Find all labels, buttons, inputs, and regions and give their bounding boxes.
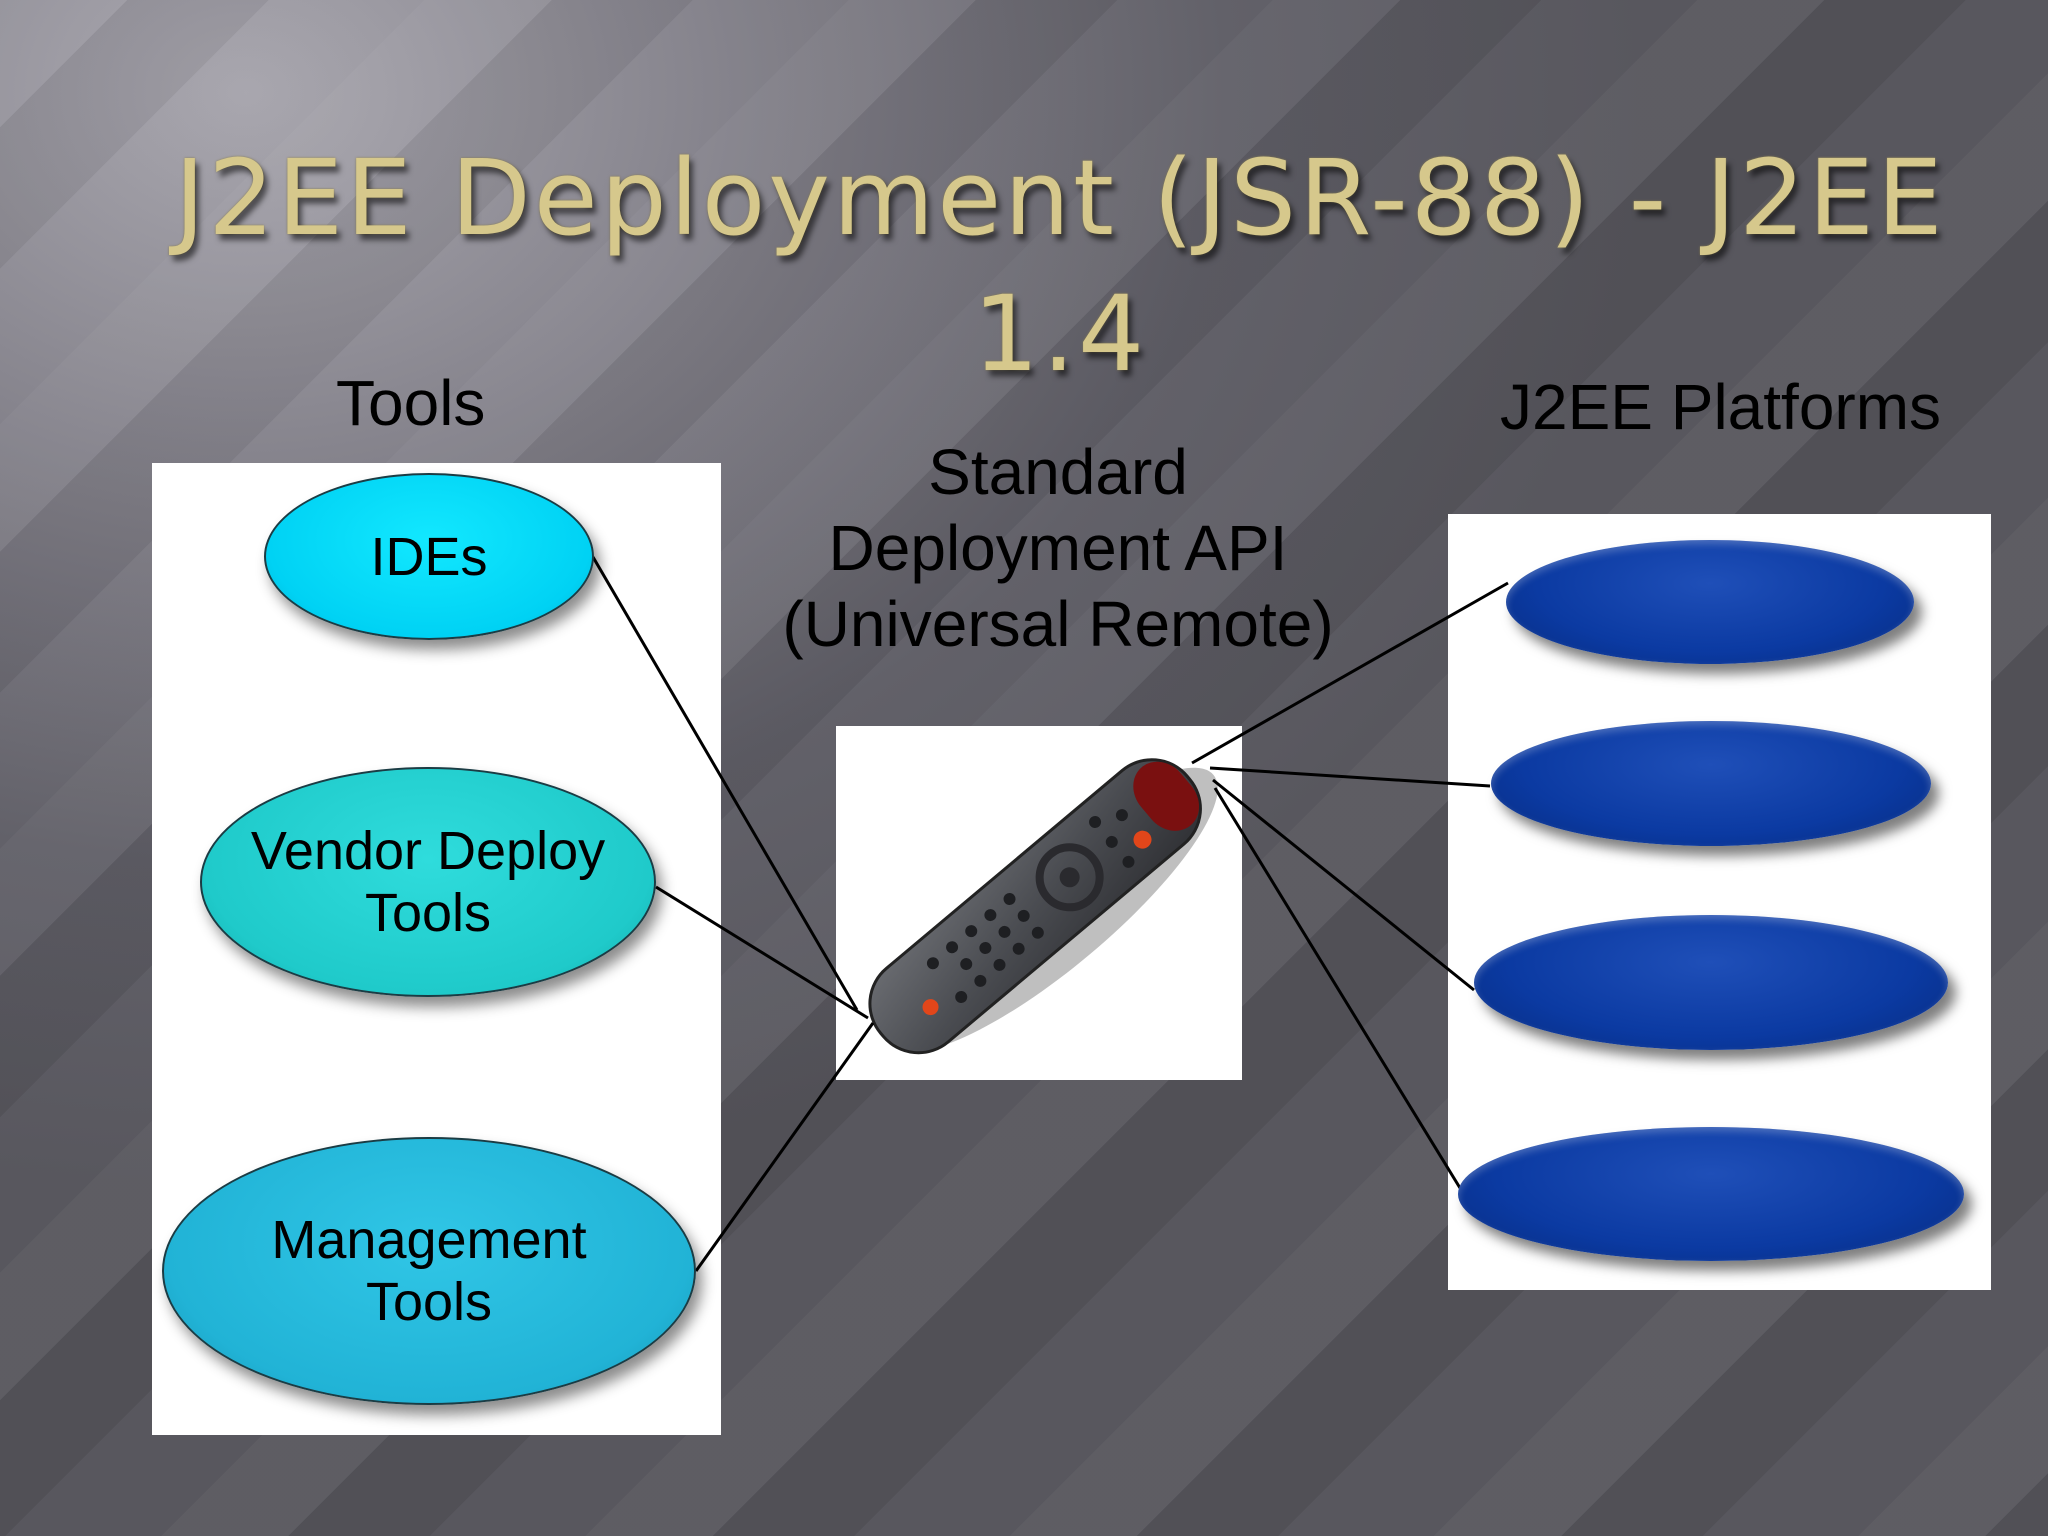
slide-title: J2EE Deployment (JSR-88) - J2EE 1.4 [140,130,1980,402]
remote-control-icon [868,758,1218,1055]
management-label-line-1: Management [271,1210,587,1270]
slide-title-line-2: 1.4 [972,273,1148,395]
platform-ellipse [1474,915,1948,1050]
api-label-line-3: (Universal Remote) [782,588,1334,660]
ellipse-vendor-deploy-tools: Vendor Deploy Tools [200,767,656,997]
ides-label: IDEs [370,526,488,587]
remote-control-image [836,726,1242,1080]
api-label: Standard Deployment API (Universal Remot… [748,434,1368,662]
tools-heading: Tools [336,367,486,439]
vendor-deploy-label-line-2: Tools [364,883,492,943]
api-label-line-1: Standard [928,436,1188,508]
ellipse-management-tools: Management Tools [162,1137,696,1405]
platforms-heading: J2EE Platforms [1500,371,1942,443]
platform-ellipse [1458,1127,1964,1261]
platform-ellipse [1506,540,1914,664]
connector-platform-4 [1213,787,1462,1189]
management-label-line-2: Tools [365,1272,493,1332]
connector-platform-3 [1212,778,1475,992]
platform-ellipse [1491,721,1931,846]
slide-title-line-1: J2EE Deployment (JSR-88) - J2EE [174,137,1946,259]
vendor-deploy-label-line-1: Vendor Deploy [250,821,606,881]
ellipse-ides: IDEs [264,473,594,640]
api-label-line-2: Deployment API [828,512,1288,584]
